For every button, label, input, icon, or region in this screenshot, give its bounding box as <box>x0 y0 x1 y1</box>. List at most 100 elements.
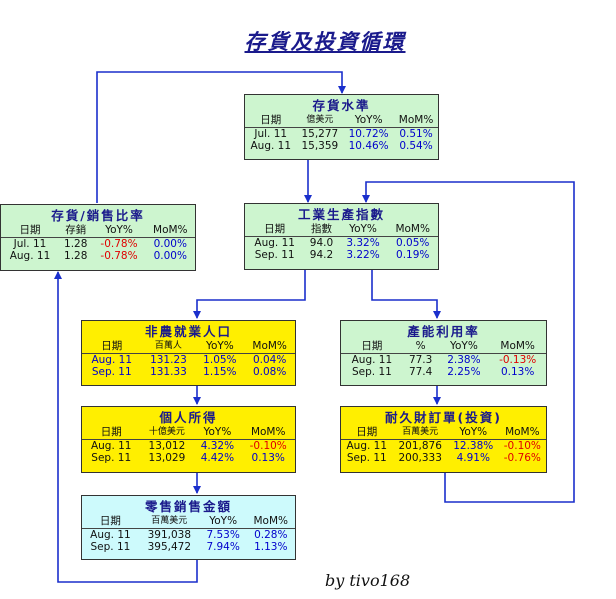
cell: 1.13% <box>254 541 288 553</box>
cell: -0.10% <box>503 440 541 452</box>
cell: Aug. 11 <box>250 140 292 152</box>
col-header: MoM% <box>153 224 188 236</box>
cell: Aug. 11 <box>346 440 388 452</box>
col-header: 日期 <box>260 114 282 126</box>
cell: 0.08% <box>252 366 287 378</box>
cell: 15,277 <box>301 128 339 140</box>
cell: Jul. 11 <box>254 128 288 140</box>
col-header: 百萬美元 <box>151 516 188 526</box>
cell: -0.10% <box>249 440 287 452</box>
cell: 4.32% <box>200 440 235 452</box>
node-title: 產能利用率 <box>407 324 480 339</box>
connector-industrial-to-payrolls <box>193 270 306 319</box>
cell: 1.28 <box>64 250 88 262</box>
col-header: MoM% <box>398 114 434 126</box>
col-header: YoY% <box>449 340 478 352</box>
cell: 0.00% <box>153 250 187 262</box>
cell: 12.38% <box>453 440 494 452</box>
col-header: YoY% <box>459 426 488 438</box>
node-durable-goods-orders: 耐久財訂單(投資) 日期 百萬美元 YoY% MoM% Aug. 11 201,876 1… <box>340 406 547 473</box>
cell: 395,472 <box>147 541 192 553</box>
cell: Sep. 11 <box>91 452 132 464</box>
cell: -0.78% <box>100 238 138 250</box>
node-title: 工業生產指數 <box>297 207 385 222</box>
connector-ratio-to-inventory <box>96 71 346 203</box>
col-header: 存銷 <box>65 224 87 236</box>
col-header: 日期 <box>101 340 123 352</box>
cell: Sep. 11 <box>346 452 387 464</box>
cell: -0.78% <box>100 250 138 262</box>
cell: 2.25% <box>447 366 481 378</box>
cell: 15,359 <box>301 140 339 152</box>
col-header: MoM% <box>500 340 535 352</box>
cell: 3.32% <box>346 237 380 249</box>
cell: 10.46% <box>348 140 389 152</box>
cell: 201,876 <box>398 440 442 452</box>
cell: 0.19% <box>396 249 430 261</box>
cell: 1.05% <box>203 354 237 366</box>
cell: 77.3 <box>408 354 433 366</box>
cell: Aug. 11 <box>90 440 132 452</box>
col-header: MoM% <box>505 426 540 438</box>
col-header: 指數 <box>310 223 332 235</box>
col-header: MoM% <box>250 426 286 438</box>
cell: Aug. 11 <box>254 237 295 249</box>
cell: 7.94% <box>206 541 240 553</box>
col-header: 十億美元 <box>148 427 185 437</box>
connector-retail-to-ratio <box>54 271 198 583</box>
cell: 0.54% <box>399 140 433 152</box>
col-header: MoM% <box>395 223 430 235</box>
node-title: 零售銷售金額 <box>144 499 232 514</box>
col-header: 億美元 <box>306 115 334 125</box>
cell: Jul. 11 <box>13 238 47 250</box>
cell: 77.4 <box>408 366 433 378</box>
col-header: YoY% <box>205 340 234 352</box>
node-title: 個人所得 <box>159 410 218 425</box>
cell: 1.15% <box>203 366 237 378</box>
cell: Sep. 11 <box>351 366 392 378</box>
cell: 200,333 <box>398 452 442 464</box>
col-header: 百萬人 <box>154 341 182 351</box>
cell: 7.53% <box>206 529 240 541</box>
cell: 10.72% <box>348 128 389 140</box>
node-title: 耐久財訂單(投資) <box>385 410 502 425</box>
author-credit: by tivo168 <box>325 571 411 590</box>
col-header: 日期 <box>361 340 383 352</box>
cell: 13,029 <box>148 452 186 464</box>
col-header: 日期 <box>264 223 286 235</box>
cell: 0.04% <box>252 354 287 366</box>
col-header: 日期 <box>100 426 122 438</box>
cell: Aug. 11 <box>91 354 133 366</box>
col-header: 日期 <box>356 426 378 438</box>
cell: 131.23 <box>150 354 187 366</box>
cell: Sep. 11 <box>90 541 131 553</box>
cell: 0.28% <box>254 529 288 541</box>
cell: 13,012 <box>148 440 186 452</box>
cell: 0.05% <box>396 237 430 249</box>
cell: -0.13% <box>499 354 537 366</box>
col-header: YoY% <box>349 223 377 235</box>
connector-industrial-to-capacity <box>371 270 441 319</box>
cell: 0.51% <box>399 128 433 140</box>
cell: 4.91% <box>456 452 490 464</box>
cell: Aug. 11 <box>9 250 51 262</box>
col-header: 百萬美元 <box>402 427 439 437</box>
cell: 2.38% <box>447 354 481 366</box>
node-title: 非農就業人口 <box>144 324 232 339</box>
col-header: 日期 <box>99 515 121 527</box>
col-header: 日期 <box>19 224 41 236</box>
cell: Sep. 11 <box>254 249 295 261</box>
cell: 94.2 <box>309 249 334 261</box>
node-title: 存貨/銷售比率 <box>51 208 145 223</box>
node-title: 存貨水準 <box>312 98 371 113</box>
cell: 391,038 <box>147 529 192 541</box>
col-header: YoY% <box>209 515 238 527</box>
cell: 0.13% <box>251 452 285 464</box>
